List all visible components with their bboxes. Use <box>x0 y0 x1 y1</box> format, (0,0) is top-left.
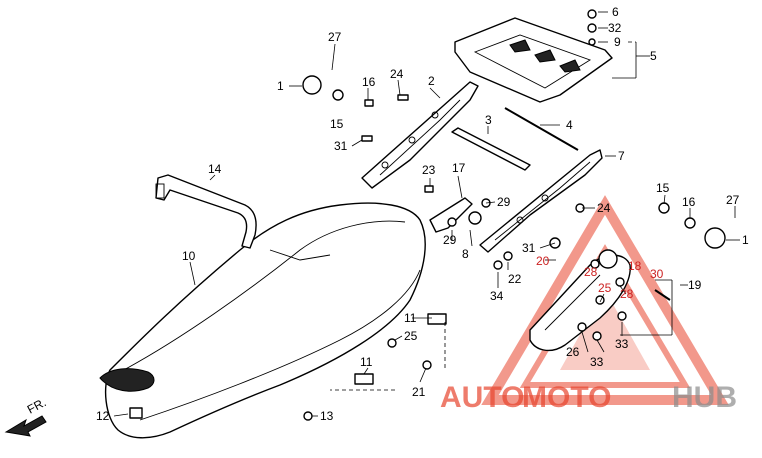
part-labels: 1 27 16 15 24 2 3 4 5 6 32 9 7 31 14 10 … <box>25 5 749 423</box>
bracket-left <box>361 81 479 189</box>
label-28-left: 28 <box>584 265 598 279</box>
label-20: 20 <box>536 254 550 268</box>
label-18: 18 <box>628 259 642 273</box>
label-31-left: 31 <box>334 139 348 153</box>
label-29-right: 29 <box>497 195 511 209</box>
label-28-right: 28 <box>620 287 634 301</box>
label-16-left: 16 <box>362 75 376 89</box>
label-14: 14 <box>208 162 222 176</box>
watermark-moto: MOTO <box>522 381 611 414</box>
label-front: FR. <box>25 395 49 416</box>
label-6: 6 <box>612 5 619 19</box>
label-33-upper: 33 <box>615 337 629 351</box>
label-34: 34 <box>490 289 504 303</box>
label-21: 21 <box>412 385 426 399</box>
bracket-17 <box>429 197 473 233</box>
label-2: 2 <box>428 74 435 88</box>
label-7: 7 <box>618 149 625 163</box>
label-4: 4 <box>566 118 573 132</box>
label-23: 23 <box>422 163 436 177</box>
label-25-upper: 25 <box>598 281 612 295</box>
label-19: 19 <box>688 278 702 292</box>
label-27-right: 27 <box>726 193 740 207</box>
label-3: 3 <box>485 113 492 127</box>
label-26: 26 <box>566 345 580 359</box>
label-13: 13 <box>320 409 334 423</box>
label-11-lower: 11 <box>360 355 373 369</box>
label-24-upper: 24 <box>390 67 404 81</box>
grab-rail <box>155 174 257 249</box>
label-25-lower: 25 <box>404 329 418 343</box>
label-31-right: 31 <box>522 241 536 255</box>
label-1-right: 1 <box>742 233 749 247</box>
small-parts <box>129 9 726 421</box>
rod-3 <box>451 127 531 171</box>
watermark-text: AUTO MOTO HUB <box>440 381 737 414</box>
luggage-carrier <box>454 17 613 103</box>
label-11-upper: 11 <box>404 311 417 325</box>
label-16-right: 16 <box>682 195 696 209</box>
label-10: 10 <box>182 249 196 263</box>
label-32: 32 <box>608 21 622 35</box>
watermark-hub: HUB <box>672 381 737 414</box>
label-24-lower: 24 <box>597 201 611 215</box>
label-22: 22 <box>508 272 522 286</box>
label-1-left: 1 <box>277 79 284 93</box>
watermark-auto: AUTO <box>440 381 524 414</box>
label-15-left: 15 <box>330 117 344 131</box>
label-8: 8 <box>462 247 469 261</box>
label-27-left: 27 <box>328 30 342 44</box>
front-direction-arrow <box>4 415 47 437</box>
label-15-right: 15 <box>656 181 670 195</box>
label-9: 9 <box>614 35 621 49</box>
rod-4 <box>504 107 579 151</box>
label-5: 5 <box>650 49 657 63</box>
label-29-left: 29 <box>443 233 457 247</box>
label-33-lower: 33 <box>590 355 604 369</box>
leader-lines <box>113 11 740 417</box>
seat <box>99 202 426 439</box>
label-30: 30 <box>650 267 664 281</box>
bracket-right <box>479 149 603 253</box>
label-12: 12 <box>96 409 110 423</box>
label-17: 17 <box>452 161 466 175</box>
